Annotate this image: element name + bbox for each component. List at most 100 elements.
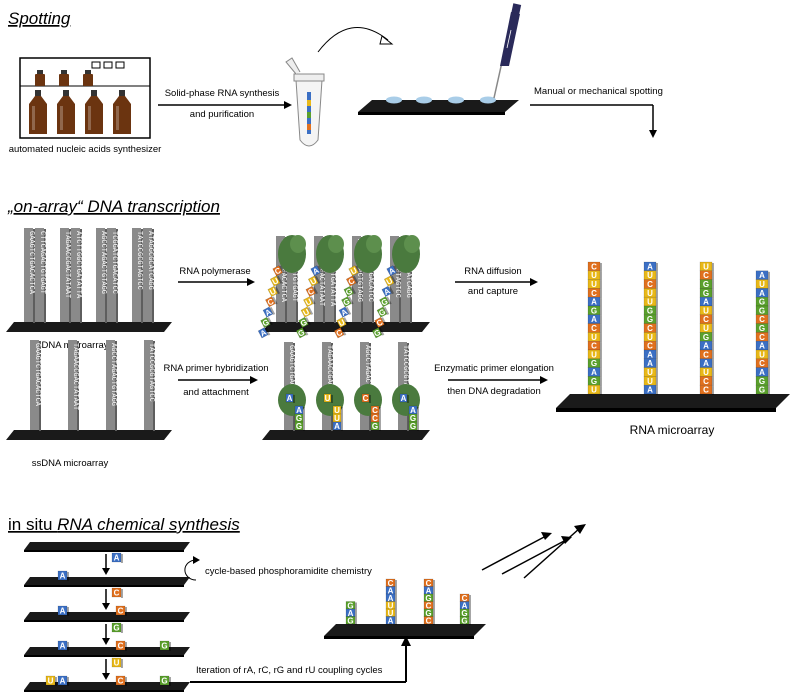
rna-nucleotide: U [643,288,658,299]
ssdna-label: ssDNA microarray [32,458,109,469]
iteration-label: Iteration of rA, rC, rG and rU coupling … [196,665,383,676]
nucleotide-block: C [345,275,359,287]
svg-text:U: U [268,286,278,297]
solid-phase-label-2: and purification [190,109,254,120]
elongation-label-2: then DNA degradation [447,386,540,397]
nucleotide-block: U [348,265,361,276]
svg-text:G: G [647,306,653,315]
rna-nucleotide: U [587,332,602,343]
svg-text:A: A [311,266,321,277]
template-strand: AGCCTAGACTGTAGG [352,236,363,323]
svg-text:U: U [591,350,597,359]
svg-text:A: A [647,262,653,271]
rna-nucleotide: G [345,616,357,625]
rna-nucleotide: C [699,270,714,281]
step-arrow-head [102,673,110,680]
svg-text:C: C [703,315,709,324]
dsdna-strand: CTTCAGACTGTGAGT [35,228,46,323]
nucleotide-block: U [300,306,314,318]
rna-nucleotide: C [699,384,714,395]
svg-text:A: A [264,307,274,318]
svg-text:A: A [703,359,709,368]
polymerase-icon [354,235,382,273]
svg-text:A: A [388,594,394,603]
svg-text:U: U [388,601,394,610]
svg-text:U: U [591,386,597,395]
svg-text:AGCCTAGACTGTAGG: AGCCTAGACTGTAGG [109,343,117,406]
svg-text:U: U [304,297,314,308]
rna-nucleotide: A [385,616,397,625]
rna-microarray-label: RNA microarray [630,423,715,437]
template-strand: GAAGTCTGACACTCA [276,236,287,323]
incoming-nucleotide: A [111,552,123,563]
svg-text:A: A [401,394,407,403]
small-bottle-icon [83,70,93,86]
svg-text:TAGAACCGACTATAAT: TAGAACCGACTATAAT [63,231,71,298]
svg-text:C: C [426,601,432,610]
svg-text:C: C [273,266,283,277]
svg-text:TAGAACCGACTATAAT: TAGAACCGACTATAAT [317,239,325,306]
svg-text:A: A [703,298,709,307]
svg-text:G: G [342,297,352,308]
ssdna-strand: TAGAACCGACTATAAT [68,340,79,431]
nucleotide-block: A [332,421,343,431]
svg-text:G: G [347,616,353,625]
svg-text:A: A [259,328,269,339]
nucleotide-block: C [333,327,347,339]
svg-text:A: A [426,586,432,595]
svg-text:U: U [334,414,340,423]
svg-text:A: A [647,350,653,359]
svg-text:TATCCGCGTAGTCC: TATCCGCGTAGTCC [147,343,155,402]
nucleotide-block: U [269,275,283,287]
svg-text:A: A [334,422,340,431]
svg-text:U: U [647,368,653,377]
svg-text:U: U [302,307,312,318]
svg-text:C: C [266,297,276,308]
rna-nucleotide: G [755,376,770,387]
template-strand: ATCTTGGCTGATATTA [325,236,336,323]
svg-text:G: G [759,298,765,307]
nucleotide-block: A [399,393,409,403]
rna-nucleotide: C [587,288,602,299]
rna-nucleotide: G [755,384,770,395]
rna-nucleotide: A [643,384,658,395]
svg-text:C: C [426,616,432,625]
step-arrow-head [102,568,110,575]
ssdna-strand: TATCCGCGTAGTCC [144,340,155,431]
svg-text:U: U [325,394,331,403]
svg-text:G: G [703,333,709,342]
svg-text:C: C [647,342,653,351]
rna-nucleotide: C [755,332,770,343]
nucleotide-block: U [303,296,316,308]
svg-text:U: U [703,368,709,377]
svg-text:G: G [425,594,431,603]
dsdna-strand: AGCCTAGACTGTAGG [96,228,107,323]
nucleotide-block: A [381,285,395,297]
svg-text:G: G [296,422,302,431]
svg-text:U: U [759,280,765,289]
svg-text:TAGAACCGACTATAAT: TAGAACCGACTATAAT [71,343,79,410]
bottle-icon [29,90,47,134]
nucleotide-block: C [115,605,127,616]
svg-text:U: U [647,377,653,386]
svg-text:A: A [60,677,66,686]
rna-nucleotide: G [699,288,714,299]
synthesizer-label: automated nucleic acids synthesizer [9,144,162,155]
svg-text:G: G [461,616,467,625]
rna-nucleotide: C [423,616,435,625]
svg-text:A: A [410,406,416,415]
svg-text:G: G [377,307,387,318]
bottle-icon [85,90,103,134]
nucleotide-block: U [45,675,57,686]
rna-nucleotide: C [699,376,714,387]
svg-text:A: A [60,607,66,616]
svg-text:TCGGATCTGACATCC: TCGGATCTGACATCC [110,231,118,294]
polymerase-icon [278,235,306,273]
svg-text:U: U [385,276,395,287]
rna-nucleotide: C [755,358,770,369]
svg-text:ATCTTGGCTGATATTA: ATCTTGGCTGATATTA [74,231,82,299]
nucleotide-block: U [336,316,349,328]
svg-text:A: A [388,616,394,625]
